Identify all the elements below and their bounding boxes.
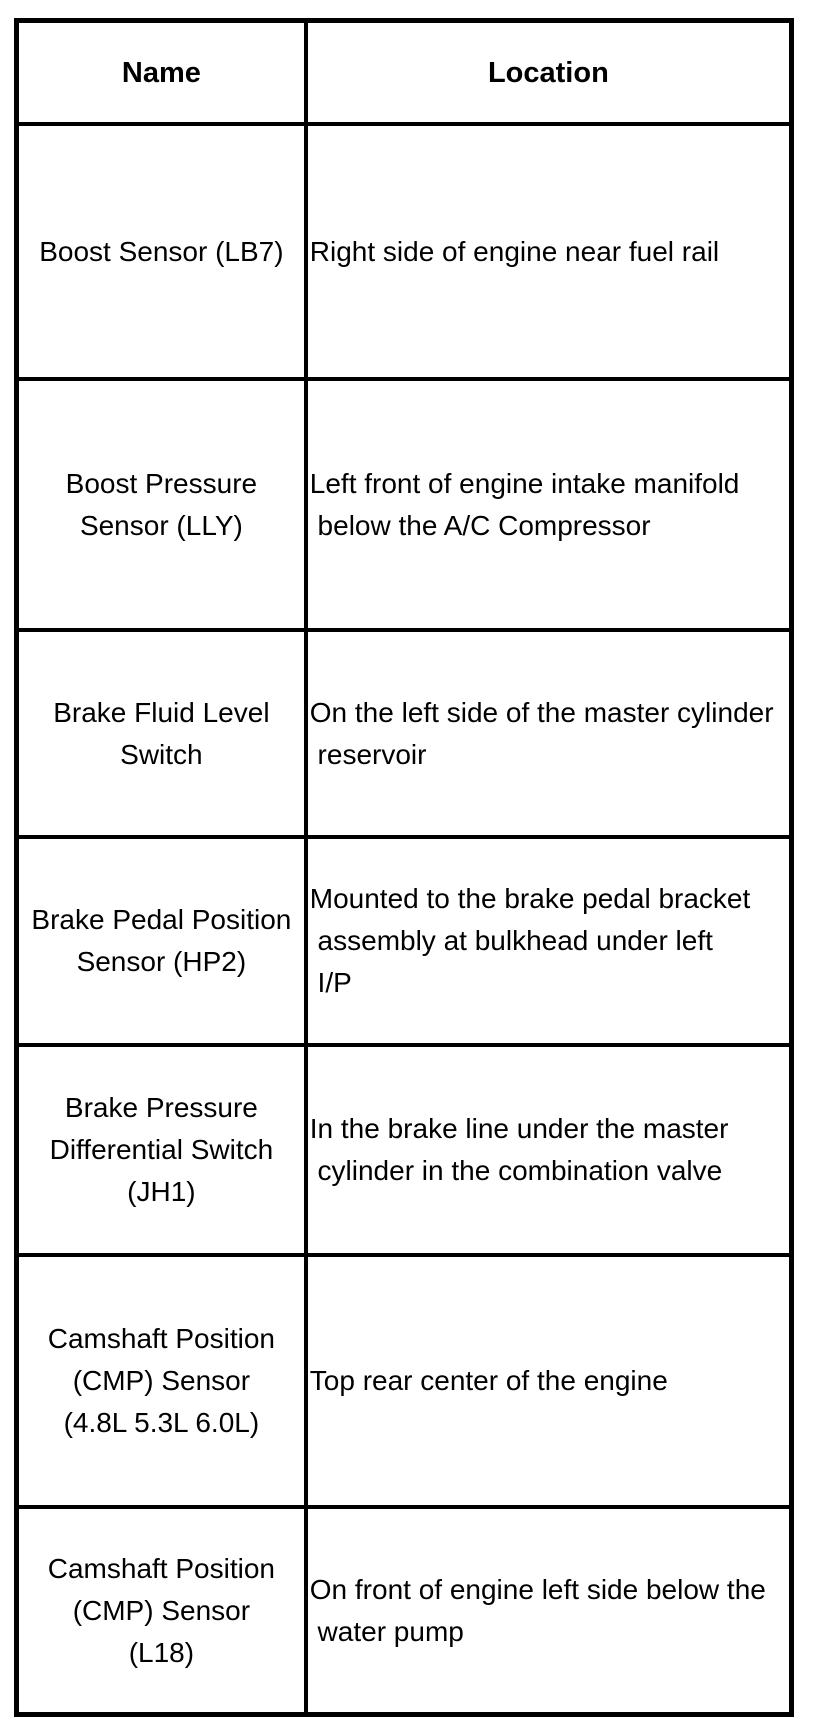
table-row: Camshaft Position (CMP) Sensor (L18) On … [19, 1505, 789, 1712]
table-header-row: Name Location [19, 23, 789, 122]
name-cell: Brake Pedal Position Sensor (HP2) [19, 839, 308, 1043]
table-row: Brake Fluid Level Switch On the left sid… [19, 628, 789, 835]
location-cell: On the left side of the master cylinder … [309, 696, 774, 770]
name-cell: Boost Pressure Sensor (LLY) [19, 381, 308, 628]
table-row: Boost Pressure Sensor (LLY) Left front o… [19, 377, 789, 628]
name-cell: Brake Fluid Level Switch [19, 632, 308, 835]
location-cell: Mounted to the brake pedal bracket assem… [309, 883, 751, 998]
table-row: Camshaft Position (CMP) Sensor (4.8L 5.3… [19, 1253, 789, 1505]
name-cell: Camshaft Position (CMP) Sensor (L18) [19, 1509, 308, 1712]
table-row: Brake Pedal Position Sensor (HP2) Mounte… [19, 835, 789, 1043]
column-header-location: Location [487, 56, 609, 89]
location-cell: Right side of engine near fuel rail [309, 235, 720, 267]
name-cell: Boost Sensor (LB7) [19, 126, 308, 377]
location-cell: Left front of engine intake manifold bel… [309, 467, 740, 541]
sensor-location-table: Name Location Boost Sensor (LB7) Right s… [14, 18, 794, 1717]
table-row: Boost Sensor (LB7) Right side of engine … [19, 122, 789, 377]
location-cell: In the brake line under the master cylin… [309, 1113, 729, 1186]
location-cell: Top rear center of the engine [309, 1365, 668, 1396]
name-cell: Camshaft Position (CMP) Sensor (4.8L 5.3… [19, 1257, 308, 1505]
name-cell: Brake Pressure Differential Switch (JH1) [19, 1047, 308, 1253]
table-row: Brake Pressure Differential Switch (JH1)… [19, 1043, 789, 1253]
location-cell: On front of engine left side below the w… [309, 1573, 766, 1647]
column-header-name: Name [19, 23, 308, 122]
